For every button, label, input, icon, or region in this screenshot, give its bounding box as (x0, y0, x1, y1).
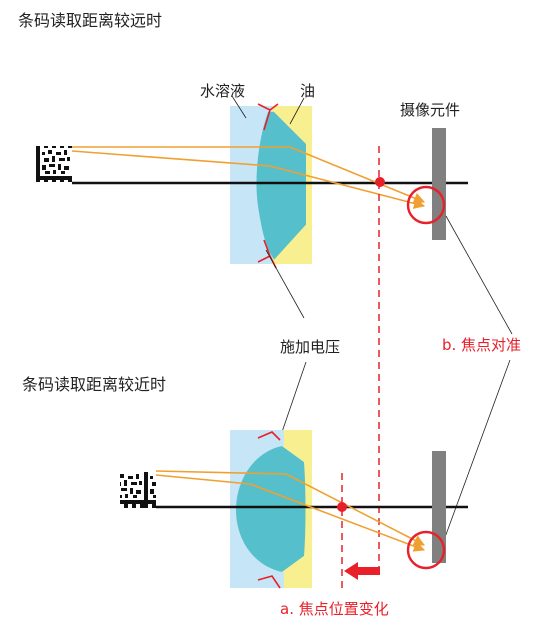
focal-point-top (375, 177, 385, 187)
image-sensor-top (432, 128, 446, 240)
label-voltage: 施加电压 (280, 338, 340, 356)
leader-voltage-top (265, 249, 305, 319)
leader-focus-bottom (443, 359, 511, 541)
voltage-mark-top-upper (257, 103, 279, 111)
top-title: 条码读取距离较远时 (18, 11, 162, 30)
voltage-mark-bottom-upper (257, 431, 281, 441)
lens-interface-bottom (236, 446, 306, 572)
oil-corner-bottom-upper (282, 440, 312, 474)
focus-shift-arrow (344, 562, 380, 580)
ray-top-lower (71, 150, 426, 209)
focus-circle-bottom (406, 530, 446, 570)
ray-bottom-lower (155, 474, 426, 552)
focal-point-bottom (337, 502, 347, 512)
oil-corner-top-upper (272, 110, 312, 150)
label-water: 水溶液 (200, 82, 245, 100)
oil-corner-bottom-lower (282, 542, 312, 576)
label-focus-ok: b. 焦点对准 (442, 336, 521, 354)
ray-bottom-upper (155, 470, 425, 546)
label-oil: 油 (300, 82, 315, 100)
label-sensor: 摄像元件 (400, 101, 460, 119)
bottom-title: 条码读取距离较近时 (22, 375, 166, 394)
barcode-top (36, 146, 72, 182)
barcode-bottom (120, 472, 156, 508)
oil-corner-top-lower (272, 218, 312, 262)
leader-oil (289, 97, 305, 125)
leader-focus-top (445, 215, 513, 335)
focus-circle-top (406, 185, 446, 225)
leader-water (231, 95, 247, 119)
label-focus-shift: a. 焦点位置变化 (280, 600, 389, 618)
leader-voltage-bottom (281, 361, 307, 433)
voltage-mark-bottom-lower (257, 575, 281, 589)
